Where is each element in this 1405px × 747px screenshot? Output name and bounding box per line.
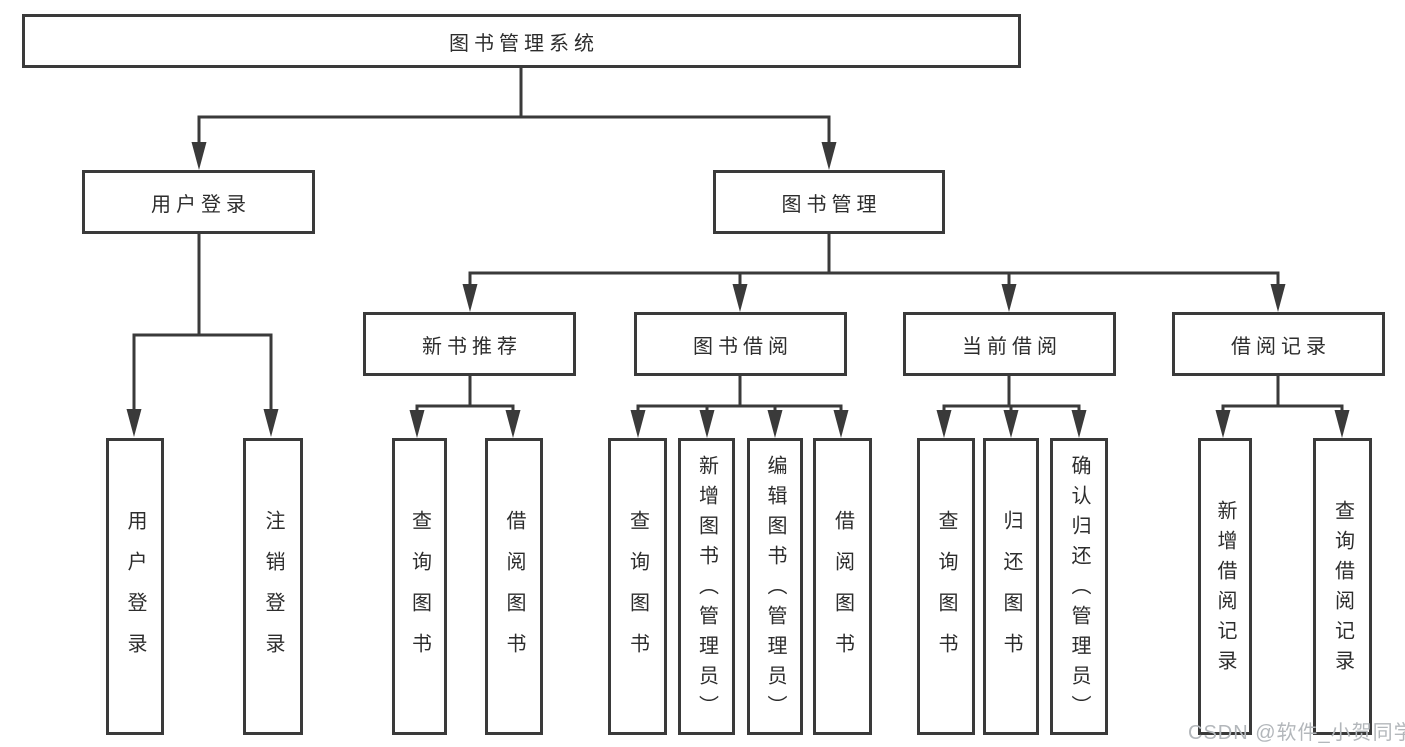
node-borrow-records-label: 借阅记录 (1231, 335, 1331, 358)
leaf-borrow-borrow-books: 借阅图书 (813, 438, 872, 735)
node-current-borrow-label: 当前借阅 (962, 335, 1062, 358)
leaf-current-confirm-return-admin: 确认归还（管理员） (1050, 438, 1108, 735)
leaf-records-query-record-label: 查询借阅记录 (1331, 499, 1354, 680)
leaf-current-query-books-label: 查询图书 (935, 509, 957, 674)
leaf-borrow-edit-book-admin-label: 编辑图书（管理员） (764, 454, 786, 725)
leaf-recommend-query-books-label: 查询图书 (408, 509, 431, 674)
leaf-current-query-books: 查询图书 (917, 438, 975, 735)
leaf-borrow-add-book-admin-label: 新增图书（管理员） (695, 454, 718, 725)
leaf-user-login: 用户登录 (106, 438, 164, 735)
node-book-borrow-label: 图书借阅 (693, 335, 793, 358)
arrowheads (126, 142, 1350, 438)
leaf-current-confirm-return-admin-label: 确认归还（管理员） (1068, 454, 1090, 725)
watermark: CSDN @软件_小贺同学 (1188, 722, 1405, 744)
leaf-logout: 注销登录 (243, 438, 303, 735)
node-library-system: 图书管理系统 (22, 14, 1021, 68)
node-library-system-label: 图书管理系统 (449, 32, 599, 55)
leaf-records-add-record: 新增借阅记录 (1198, 438, 1252, 735)
leaf-current-return-book: 归还图书 (983, 438, 1039, 735)
leaf-current-return-book-label: 归还图书 (1000, 509, 1022, 674)
leaf-recommend-query-books: 查询图书 (392, 438, 447, 735)
node-book-management: 图书管理 (713, 170, 945, 234)
leaf-records-add-record-label: 新增借阅记录 (1214, 499, 1236, 680)
leaf-borrow-edit-book-admin: 编辑图书（管理员） (747, 438, 803, 735)
leaf-recommend-borrow-books: 借阅图书 (485, 438, 543, 735)
node-user-login-label: 用户登录 (151, 193, 251, 216)
leaf-borrow-query-books: 查询图书 (608, 438, 667, 735)
leaf-user-login-label: 用户登录 (124, 509, 146, 674)
leaf-borrow-borrow-books-label: 借阅图书 (831, 509, 854, 674)
node-current-borrow: 当前借阅 (903, 312, 1116, 376)
node-book-borrow: 图书借阅 (634, 312, 847, 376)
leaf-records-query-record: 查询借阅记录 (1313, 438, 1372, 735)
leaf-recommend-borrow-books-label: 借阅图书 (503, 509, 525, 674)
node-new-book-recommend-label: 新书推荐 (422, 335, 522, 358)
node-new-book-recommend: 新书推荐 (363, 312, 576, 376)
leaf-borrow-add-book-admin: 新增图书（管理员） (678, 438, 735, 735)
leaf-logout-label: 注销登录 (262, 509, 284, 674)
leaf-borrow-query-books-label: 查询图书 (626, 509, 649, 674)
node-book-management-label: 图书管理 (781, 193, 882, 216)
node-user-login: 用户登录 (82, 170, 315, 234)
node-borrow-records: 借阅记录 (1172, 312, 1385, 376)
